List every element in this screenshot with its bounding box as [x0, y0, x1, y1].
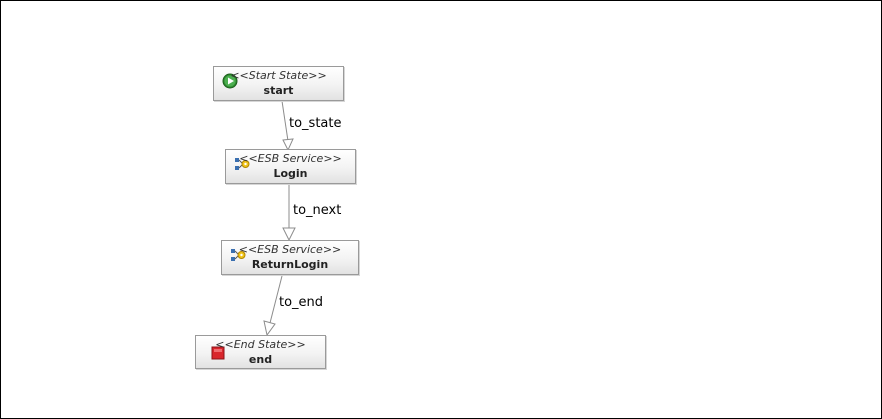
- transition-label-to-state: to_state: [289, 116, 342, 131]
- node-name: Login: [273, 167, 308, 180]
- start-state-node[interactable]: <<Start State>> start: [213, 66, 344, 101]
- node-stereotype: <<Start State>>: [230, 69, 327, 82]
- transition-line-to-end: [269, 275, 283, 324]
- node-name: ReturnLogin: [251, 258, 329, 271]
- esb-service-icon: [231, 249, 246, 261]
- node-stereotype: <<End State>>: [215, 338, 306, 351]
- transition-line-to-state: [281, 100, 289, 142]
- stop-icon: [211, 346, 225, 360]
- transition-label-to-end: to_end: [279, 295, 324, 310]
- esb-service-node-returnlogin[interactable]: <<ESB Service>> ReturnLogin: [221, 240, 359, 275]
- node-name: end: [248, 353, 273, 366]
- play-icon: [222, 73, 238, 89]
- node-stereotype: <<ESB Service>>: [238, 243, 342, 256]
- arrowhead-to-next: [282, 227, 296, 242]
- transition-label-to-next: to_next: [293, 203, 342, 218]
- node-stereotype: <<ESB Service>>: [239, 152, 342, 165]
- arrowhead-to-state: [282, 138, 294, 152]
- esb-service-icon: [235, 158, 250, 170]
- esb-service-node-login[interactable]: <<ESB Service>> Login: [225, 149, 356, 184]
- end-state-node[interactable]: <<End State>> end: [195, 335, 326, 369]
- arrowhead-to-end: [263, 320, 276, 337]
- node-name: start: [263, 84, 294, 97]
